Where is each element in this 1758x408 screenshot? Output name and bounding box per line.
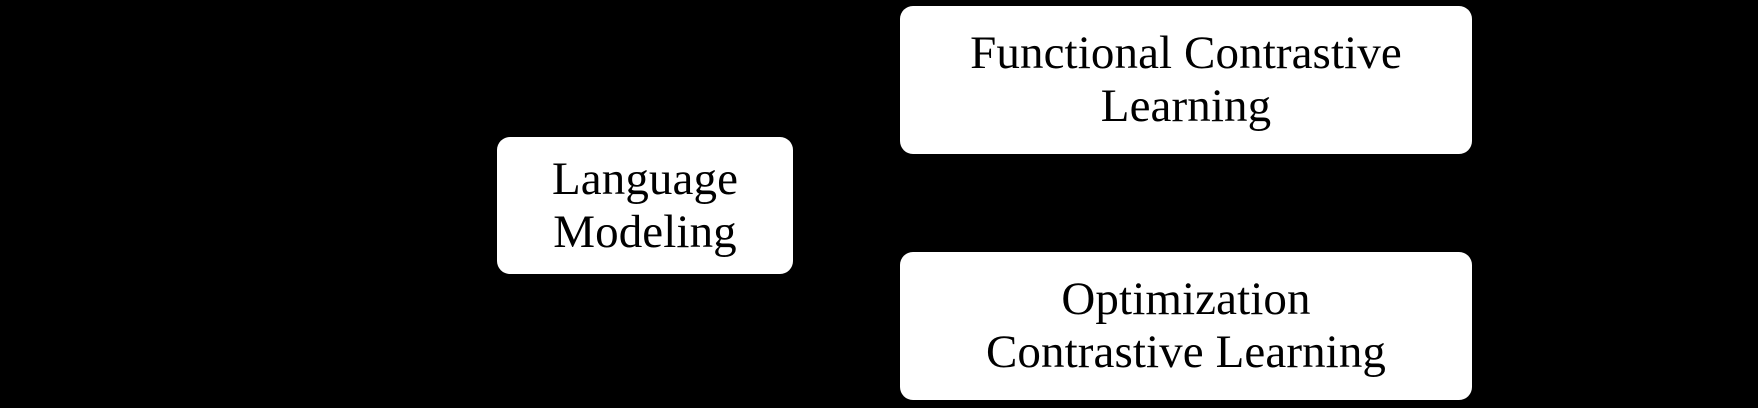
node-language-modeling[interactable]: Language Modeling [497, 137, 793, 274]
node-language-modeling-label: Language Modeling [551, 152, 739, 258]
node-optimization-contrastive-learning-label: Optimization Contrastive Learning [985, 273, 1387, 378]
node-functional-contrastive-learning[interactable]: Functional Contrastive Learning [900, 6, 1472, 154]
node-functional-contrastive-learning-label: Functional Contrastive Learning [970, 27, 1402, 132]
node-optimization-contrastive-learning[interactable]: Optimization Contrastive Learning [900, 252, 1472, 400]
